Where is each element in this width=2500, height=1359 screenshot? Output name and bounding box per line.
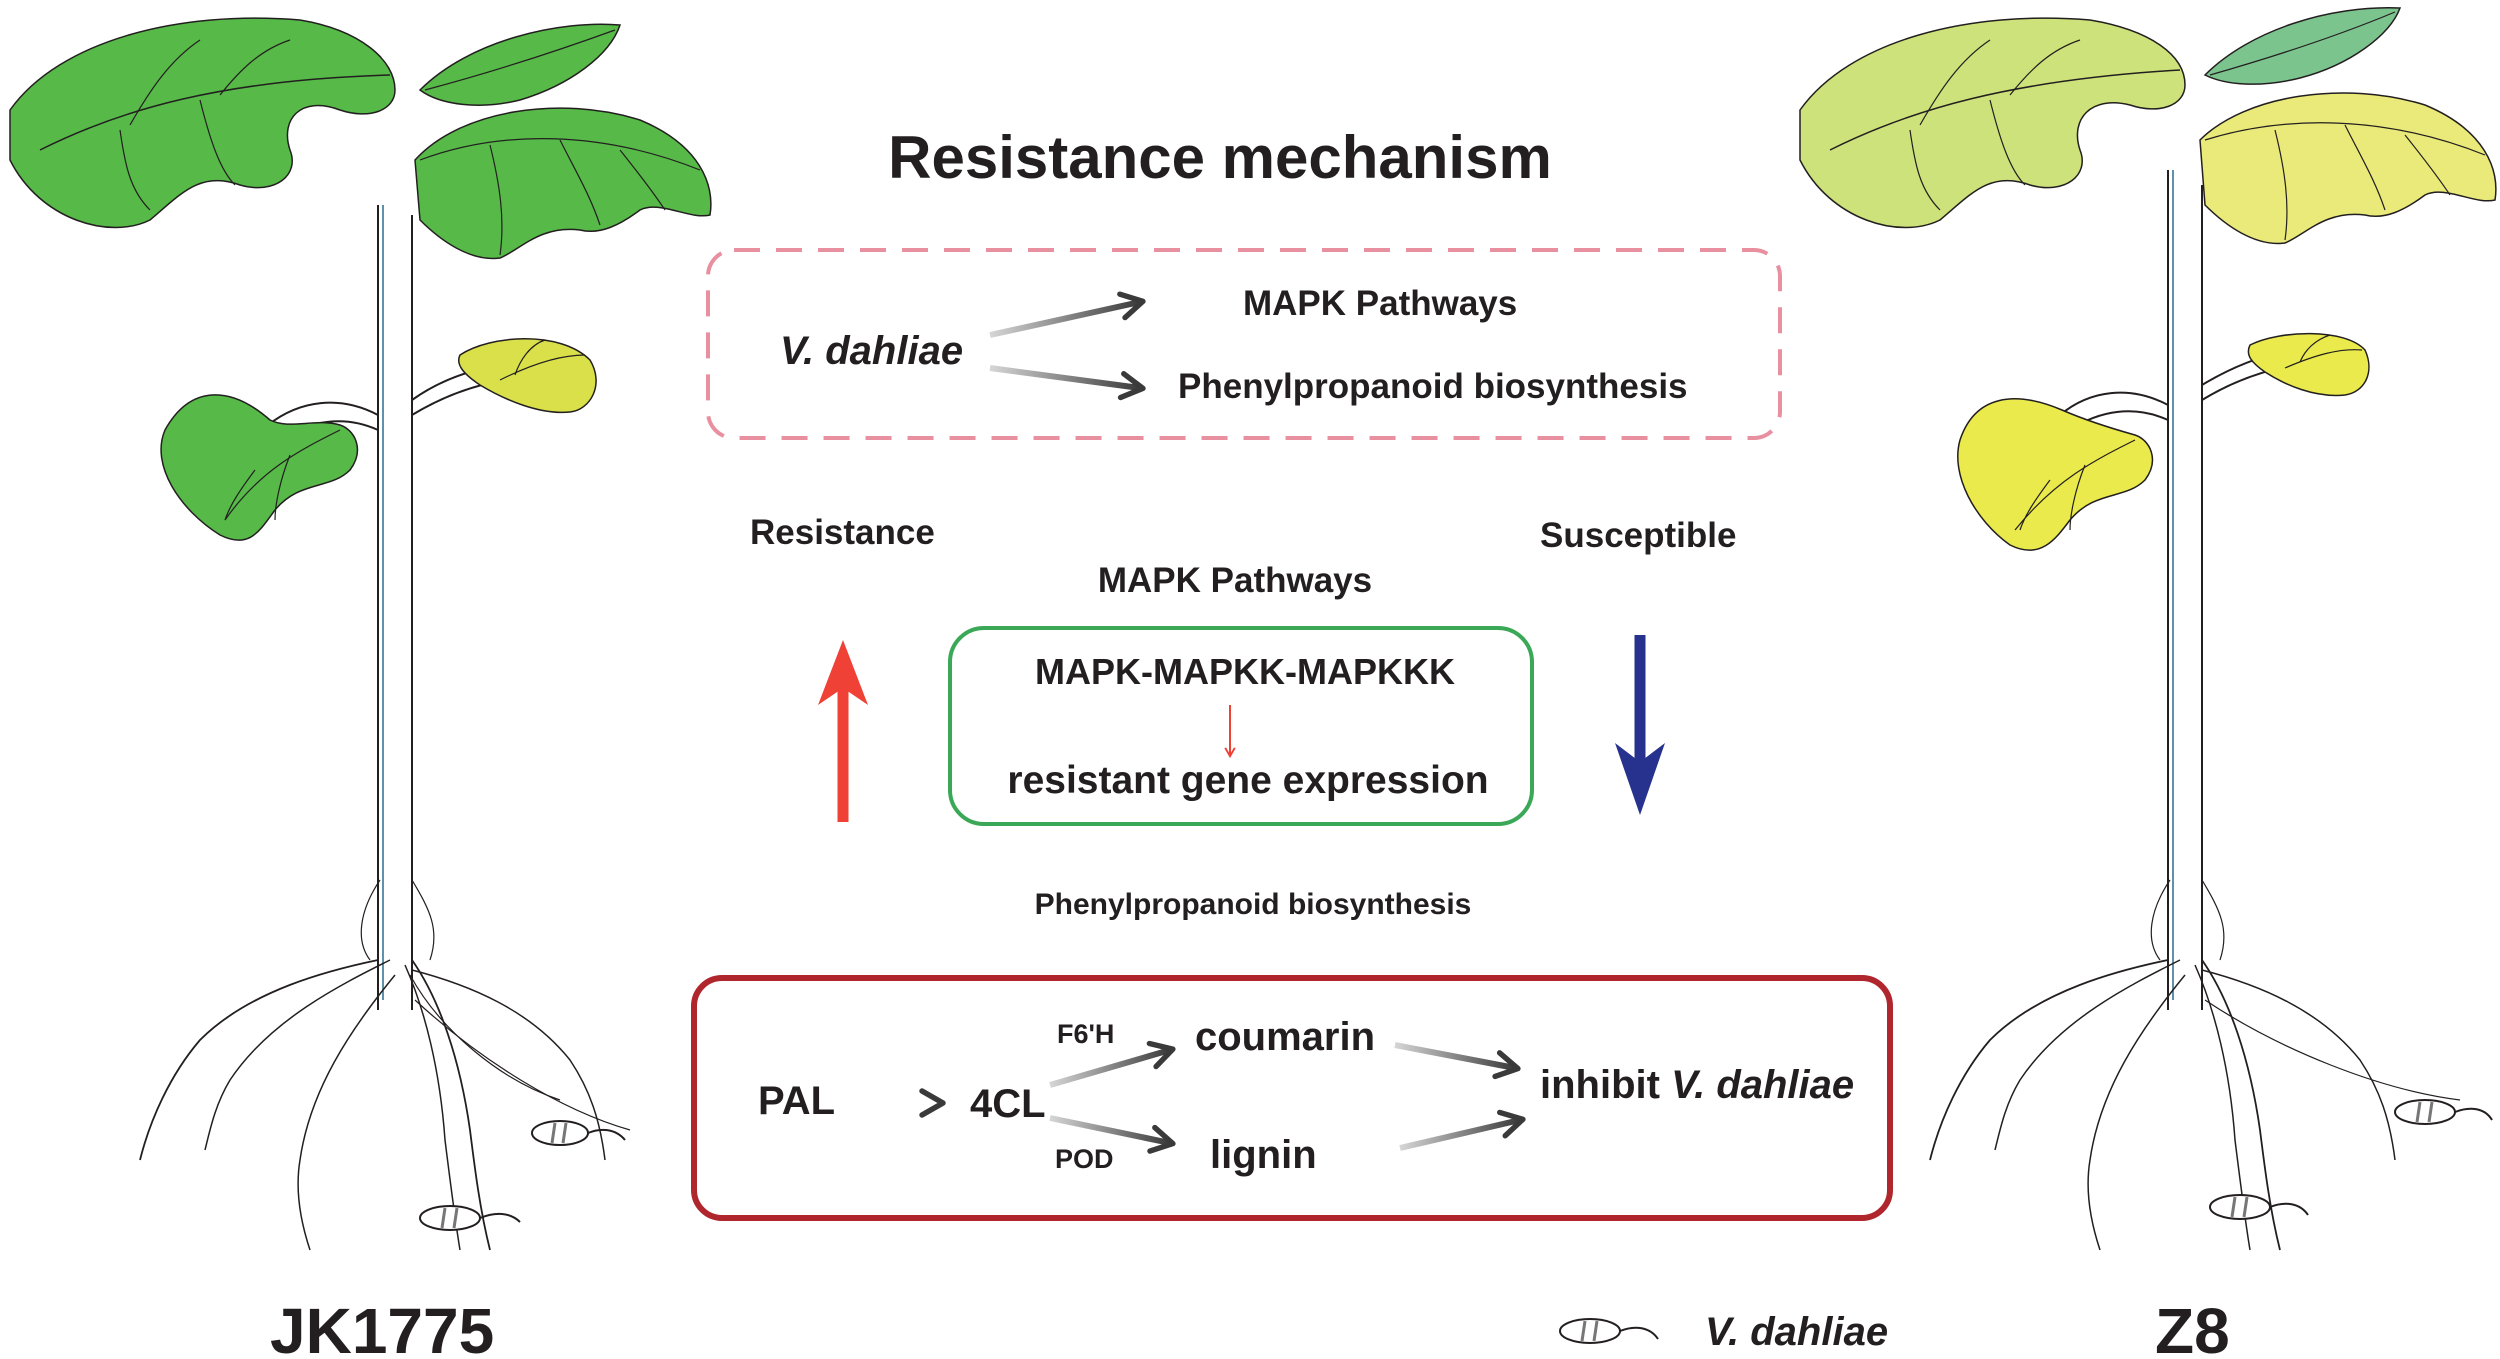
left-mid-right-leaf: [414, 107, 712, 260]
pathogen-trigger-box: [706, 248, 1782, 440]
left-yellow-leaf: [458, 338, 597, 414]
right-mid-leaf: [2199, 92, 2497, 245]
left-lower-leaf: [160, 394, 359, 541]
mapk-outcome-text: resistant gene expression: [1007, 759, 1488, 802]
resistance-label: Resistance: [750, 513, 935, 552]
left-top-leaf: [9, 17, 396, 229]
arrow-4cl-to-lignin: [1049, 1115, 1176, 1154]
down-arrow-icon: [1615, 635, 1665, 815]
right-root-spores: [2209, 1099, 2493, 1220]
coumarin-node: coumarin: [1195, 1015, 1375, 1059]
pal-node: PAL: [758, 1079, 835, 1123]
arrow-pathogen-to-phenyl: [989, 365, 1146, 401]
inhibit-outcome-prefix: inhibit: [1540, 1063, 1671, 1107]
phenyl-pathway-box: [691, 975, 1893, 1221]
left-plant-illustration: [9, 17, 712, 1251]
right-top-leaf: [1799, 17, 2186, 229]
legend-label: V. dahliae: [1705, 1310, 1888, 1354]
right-small-yellow-leaf: [2247, 332, 2370, 397]
arrow-pathogen-to-mapk: [989, 291, 1146, 338]
susceptible-label: Susceptible: [1540, 516, 1736, 555]
phenyl-section-heading: Phenylpropanoid biosynthesis: [1035, 888, 1472, 921]
right-plant-illustration: [1799, 7, 2497, 1251]
up-arrow-icon: [818, 640, 868, 822]
inhibit-outcome: inhibit V. dahliae: [1540, 1063, 1854, 1107]
pod-enzyme-label: POD: [1055, 1144, 1114, 1174]
diagram-title: Resistance mechanism: [888, 124, 1552, 191]
left-upper-right-leaf: [418, 23, 622, 106]
arrow-coumarin-to-inhibit: [1394, 1042, 1521, 1080]
right-plant-name: Z8: [2155, 1295, 2230, 1354]
inhibit-outcome-pathogen: V. dahliae: [1671, 1063, 1854, 1107]
right-lower-yellow-leaf: [1957, 398, 2154, 551]
legend-spore-icon: [1559, 1318, 1659, 1344]
mapk-cascade-text: MAPK-MAPKK-MAPKKK: [1035, 651, 1455, 692]
left-root-spores: [419, 1120, 626, 1231]
top-box-target-mapk: MAPK Pathways: [1243, 284, 1517, 323]
mapk-cascade-box: [948, 626, 1534, 826]
arrow-4cl-to-coumarin: [1049, 1040, 1176, 1088]
top-box-target-phenyl: Phenylpropanoid biosynthesis: [1178, 367, 1688, 406]
left-plant-name: JK1775: [270, 1295, 494, 1354]
mapk-section-heading: MAPK Pathways: [1098, 561, 1372, 600]
arrow-lignin-to-inhibit: [1399, 1109, 1526, 1151]
lignin-node: lignin: [1210, 1133, 1317, 1177]
fourcl-node: 4CL: [970, 1082, 1046, 1126]
f6h-enzyme-label: F6'H: [1057, 1019, 1114, 1049]
top-box-pathogen: V. dahliae: [780, 329, 963, 373]
